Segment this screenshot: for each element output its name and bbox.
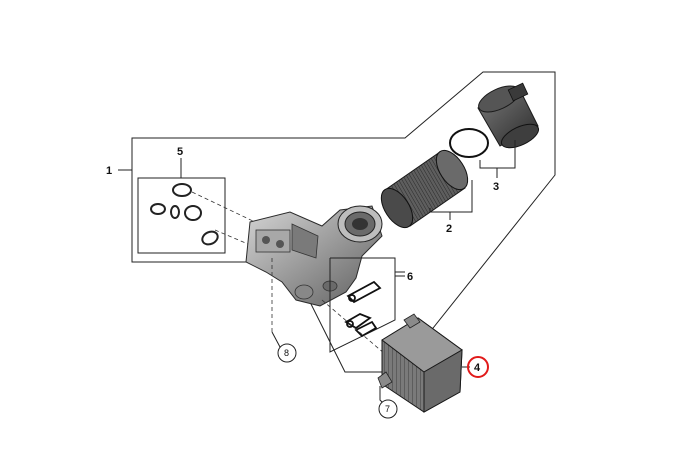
- callout-1: 1: [106, 165, 112, 177]
- oring-e: [201, 230, 219, 246]
- callout-3: 3: [493, 181, 499, 193]
- assembly-outline: [131, 71, 556, 373]
- cap-oring: [449, 128, 489, 158]
- callout-6: 6: [407, 271, 413, 283]
- oring-a: [172, 183, 192, 197]
- callout-4-highlight: [467, 356, 489, 378]
- filter-element: [380, 149, 469, 229]
- callout-4: 4: [474, 362, 481, 374]
- callout-7-circle: [378, 399, 398, 419]
- callout-5: 5: [177, 146, 183, 158]
- dashed-leader-cooler: [321, 299, 393, 361]
- oil-filter-housing: [245, 205, 383, 307]
- oring-c: [170, 205, 180, 219]
- oring-d: [184, 205, 202, 221]
- bracket-2: [429, 180, 473, 220]
- filter-cap: [477, 82, 540, 149]
- gasket-set: [344, 280, 382, 338]
- callout-2: 2: [446, 223, 452, 235]
- oring-set-box: [137, 177, 226, 254]
- leader-8: [271, 331, 281, 348]
- bracket-3: [479, 140, 516, 178]
- oring-set: [150, 183, 219, 246]
- callout-8: 8: [284, 348, 289, 358]
- oil-cooler: [377, 313, 463, 413]
- oring-b: [150, 203, 166, 215]
- dashed-leader-orings: [191, 191, 256, 223]
- callout-8-circle: [277, 343, 297, 363]
- callout-7: 7: [385, 404, 390, 414]
